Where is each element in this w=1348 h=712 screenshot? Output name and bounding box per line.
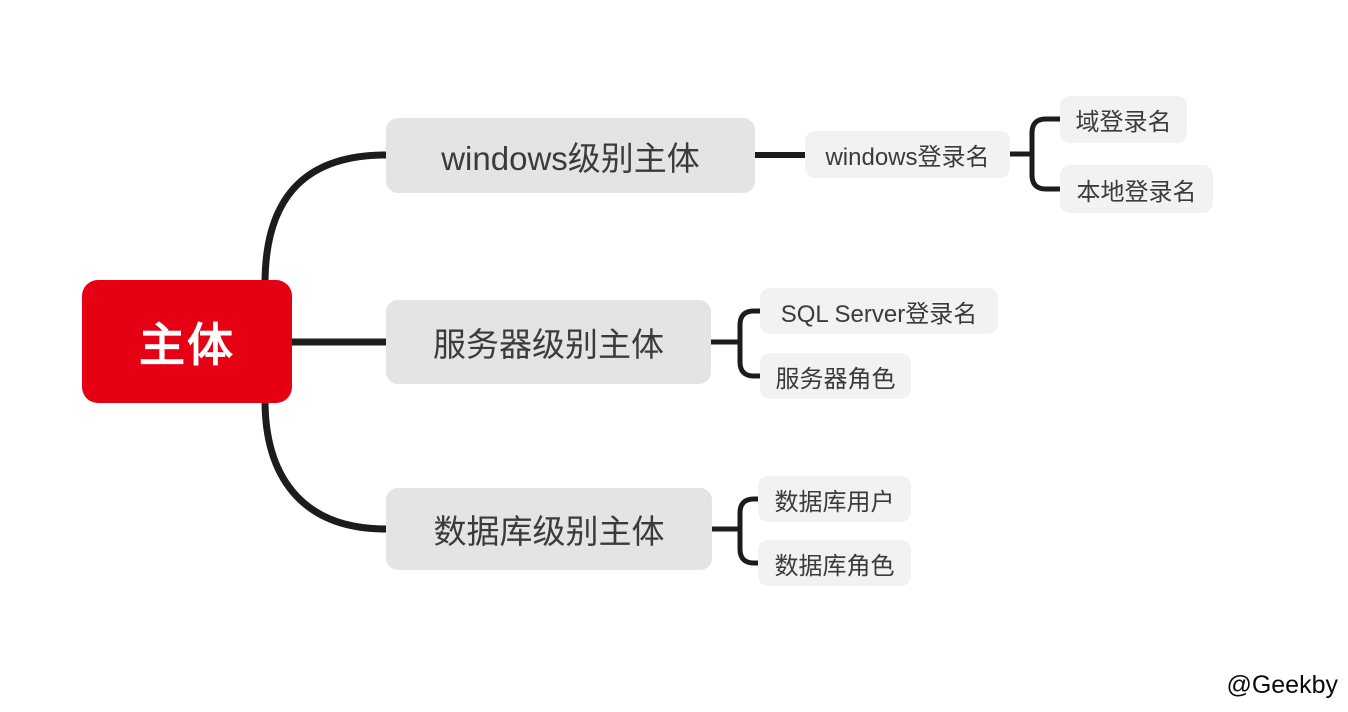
node-local-login-name[interactable]: 本地登录名 (1060, 165, 1213, 213)
node-database-level-subject[interactable]: 数据库级别主体 (386, 488, 712, 570)
watermark-geekby: @Geekby (1226, 671, 1338, 699)
node-database-role[interactable]: 数据库角色 (758, 540, 911, 586)
node-server-role[interactable]: 服务器角色 (760, 353, 911, 399)
node-domain-login-name[interactable]: 域登录名 (1060, 96, 1187, 143)
node-server-level-subject[interactable]: 服务器级别主体 (386, 300, 711, 384)
connector-database-children (709, 496, 761, 566)
connector-root-windows (261, 151, 390, 288)
node-sql-server-login-name[interactable]: SQL Server登录名 (760, 288, 998, 334)
connector-winlogin-children (1007, 116, 1063, 192)
node-database-user[interactable]: 数据库用户 (758, 476, 911, 522)
node-windows-level-subject[interactable]: windows级别主体 (386, 118, 755, 193)
connector-server-children (708, 308, 763, 379)
connector-root-database (261, 396, 390, 533)
node-root-subject[interactable]: 主体 (82, 280, 292, 403)
node-windows-login-name[interactable]: windows登录名 (805, 131, 1010, 178)
